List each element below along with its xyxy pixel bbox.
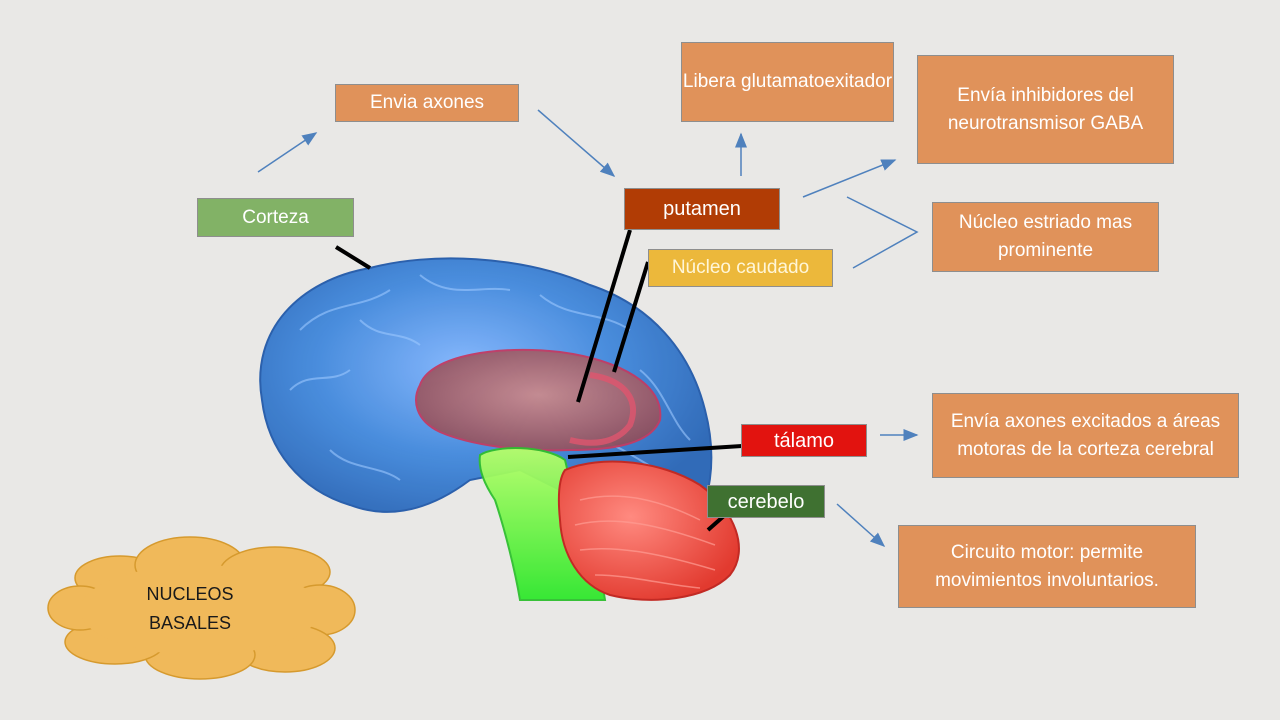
pointer-lines — [334, 229, 743, 532]
cerebelo-label: cerebelo — [727, 490, 805, 513]
gaba-label: Envía inhibidores del neurotransmisor GA… — [947, 84, 1144, 134]
libera-label: Libera glutamatoexitador — [682, 71, 893, 92]
flow-arrows — [257, 109, 919, 547]
axones-excitados-box: Envía axones excitados a áreas motoras d… — [932, 393, 1239, 478]
striatum-band — [569, 372, 637, 446]
corteza-pointer — [334, 245, 372, 270]
cerebelo-box: cerebelo — [707, 485, 825, 518]
arrow-corteza-to-envia — [257, 132, 318, 173]
circuito-box: Circuito motor: permite movimientos invo… — [898, 525, 1196, 608]
arrow-putamen-to-gaba — [802, 159, 897, 198]
estriado-label: Núcleo estriado mas prominente — [958, 212, 1133, 261]
cerebellum-folds — [574, 495, 716, 589]
axones-excitados-label: Envía axones excitados a áreas motoras d… — [950, 410, 1221, 460]
arrow-envia-to-putamen — [537, 109, 616, 177]
talamo-label: tálamo — [773, 429, 835, 452]
putamen-pointer — [576, 229, 632, 403]
envia-axones-box: Envia axones — [335, 84, 519, 122]
libera-box: Libera glutamatoexitador — [681, 42, 894, 122]
bracket-to-estriado — [846, 196, 919, 269]
talamo-box: tálamo — [741, 424, 867, 457]
cerebellum-shape — [557, 460, 740, 601]
corteza-label: Corteza — [242, 206, 309, 228]
gaba-box: Envía inhibidores del neurotransmisor GA… — [917, 55, 1174, 164]
caudado-pointer — [612, 261, 650, 373]
circuito-label: Circuito motor: permite movimientos invo… — [935, 541, 1159, 591]
envia-axones-label: Envia axones — [369, 92, 485, 113]
caudado-label: Núcleo caudado — [671, 257, 810, 278]
putamen-label: putamen — [663, 198, 741, 220]
putamen-box: putamen — [624, 188, 780, 230]
corteza-box: Corteza — [197, 198, 354, 237]
talamo-pointer — [567, 444, 743, 459]
nucleos-basales-title: NUCLEOS BASALES — [146, 584, 234, 633]
arrow-cerebelo-to-circuito — [836, 503, 886, 547]
caudado-box: Núcleo caudado — [648, 249, 833, 287]
estriado-box: Núcleo estriado mas prominente — [932, 202, 1159, 272]
cloud-shape — [47, 536, 356, 680]
